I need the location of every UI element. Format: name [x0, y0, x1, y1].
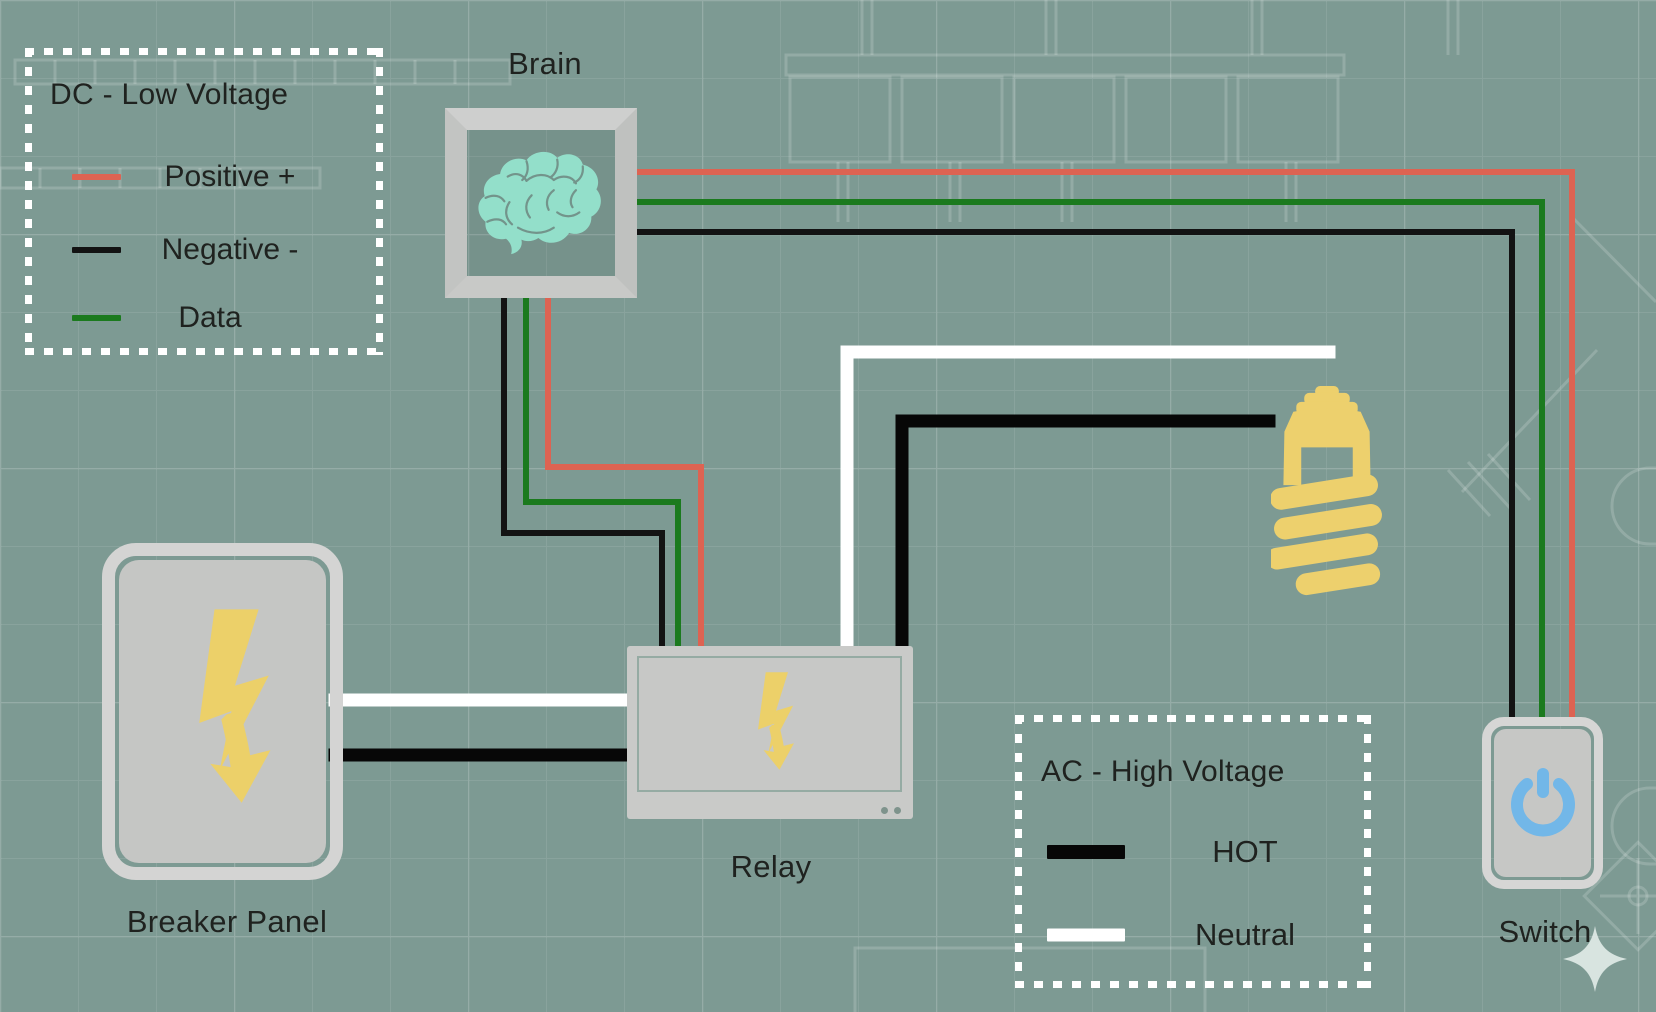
legend-ac-high-voltage: AC - High Voltage HOT Neutral: [1015, 715, 1371, 988]
legend-label-negative: Negative -: [161, 233, 299, 266]
legend-dc-low-voltage: DC - Low Voltage Positive + Negative - D…: [25, 48, 383, 355]
wire-neutral-relay-to-bulb: [840, 345, 1336, 659]
hot-wire-swatch: [1047, 845, 1125, 859]
brain-module: [445, 108, 637, 298]
lightning-bolt-icon: [757, 672, 794, 770]
wire-negative-brain-to-relay: [501, 281, 665, 655]
legend-label-hot: HOT: [1212, 834, 1278, 869]
legend-row-negative: Negative -: [25, 233, 383, 266]
breaker-panel-label: Breaker Panel: [126, 904, 328, 939]
relay-indicator-dots: [881, 807, 901, 814]
legend-row-positive: Positive +: [25, 160, 383, 193]
wire-data-brain-to-relay: [523, 281, 681, 655]
legend-label-positive: Positive +: [164, 160, 296, 193]
data-wire-swatch: [72, 315, 121, 321]
legend-row-data: Data: [25, 301, 383, 334]
legend-label-neutral: Neutral: [1195, 917, 1295, 952]
legend-label-data: Data: [178, 301, 242, 334]
wire-positive-brain-to-switch: [619, 169, 1575, 725]
sparkle-icon: [1563, 926, 1627, 992]
relay-module: [627, 646, 913, 819]
switch-module: [1482, 717, 1603, 889]
switch-label: Switch: [1498, 914, 1592, 949]
power-icon: [1510, 768, 1575, 837]
negative-wire-swatch: [72, 247, 121, 253]
legend-row-neutral: Neutral: [1015, 917, 1371, 952]
legend-dc-title: DC - Low Voltage: [50, 78, 289, 111]
relay-label: Relay: [730, 849, 812, 884]
relay-screen: [637, 656, 902, 792]
cfl-bulb-icon: [1271, 386, 1382, 596]
neutral-wire-swatch: [1047, 928, 1125, 942]
switch-face: [1494, 729, 1591, 877]
wire-negative-brain-to-switch: [619, 229, 1515, 725]
positive-wire-swatch: [72, 174, 121, 180]
wire-hot-relay-to-bulb: [895, 414, 1276, 659]
legend-row-hot: HOT: [1015, 834, 1371, 869]
brain-icon: [478, 151, 601, 255]
breaker-panel-module: [102, 543, 343, 880]
wire-data-brain-to-switch: [619, 199, 1545, 725]
brain-label: Brain: [508, 46, 582, 81]
lightning-bolt-icon: [198, 608, 270, 803]
wire-positive-brain-to-relay: [545, 281, 704, 655]
legend-ac-title: AC - High Voltage: [1041, 755, 1285, 788]
